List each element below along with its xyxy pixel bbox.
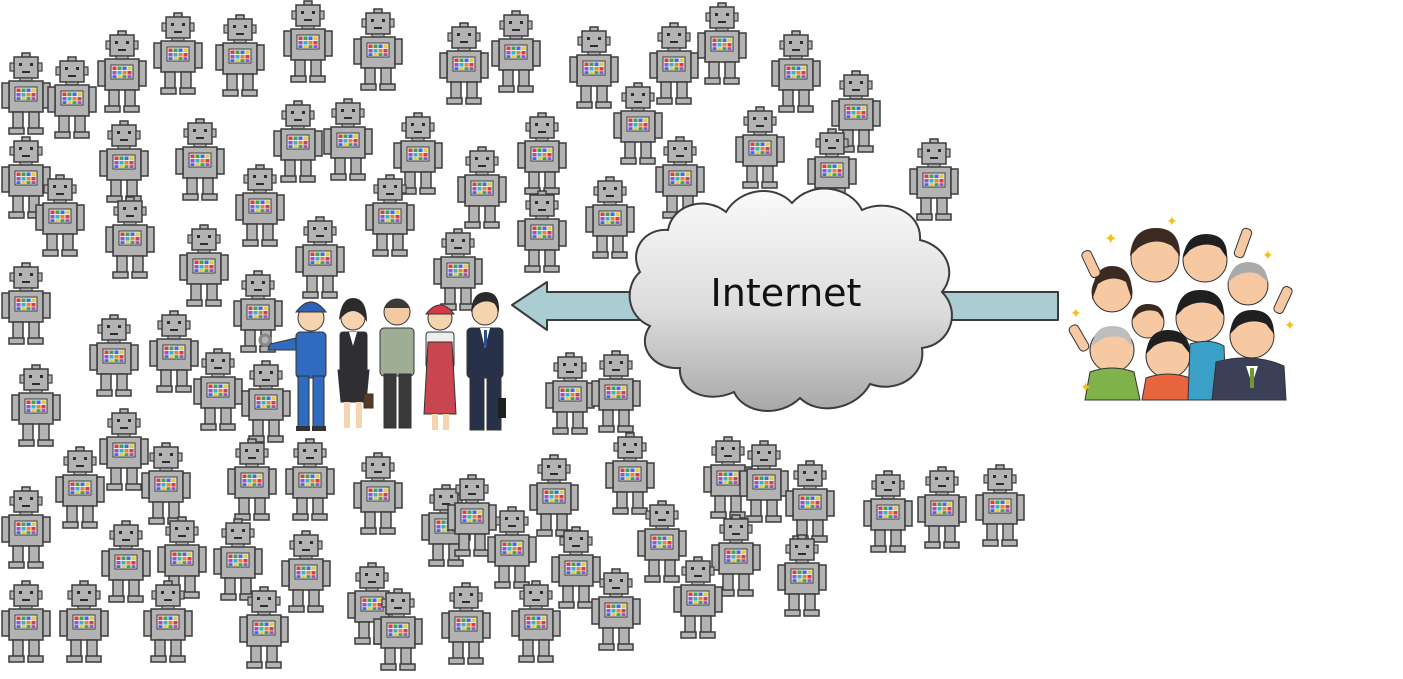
robot-icon — [613, 82, 663, 165]
robot-icon — [697, 2, 747, 85]
robot-icon — [153, 12, 203, 95]
robot-icon — [441, 582, 491, 665]
robot-icon — [295, 216, 345, 299]
office-woman-figure — [337, 298, 374, 428]
robot-icon — [739, 440, 789, 523]
mechanic-figure — [258, 301, 328, 431]
robot-icon — [529, 454, 579, 537]
robot-icon — [241, 360, 291, 443]
robot-icon — [457, 146, 507, 229]
robot-icon — [233, 270, 283, 353]
cheering-crowd-icon: ✦ ✦ ✦ ✦ ✦ ✦ — [1068, 214, 1296, 401]
robot-icon — [215, 14, 265, 97]
svg-text:✦: ✦ — [1080, 380, 1092, 396]
robot-icon — [585, 176, 635, 259]
robot-icon — [569, 26, 619, 109]
robot-icon — [149, 310, 199, 393]
robot-icon — [517, 112, 567, 195]
robot-icon — [59, 580, 109, 663]
robot-icon — [213, 518, 263, 601]
robot-icon — [99, 408, 149, 491]
robot-icon — [89, 314, 139, 397]
robot-icon — [551, 526, 601, 609]
robot-icon — [235, 164, 285, 247]
businessman-figure — [466, 292, 506, 431]
robot-icon — [99, 120, 149, 203]
robot-icon — [179, 224, 229, 307]
robot-icon — [917, 466, 967, 549]
robot-icon — [283, 0, 333, 83]
robot-icon — [649, 22, 699, 105]
robot-icon — [175, 118, 225, 201]
svg-text:✦: ✦ — [1284, 318, 1296, 334]
shop-woman-figure — [423, 304, 457, 430]
robot-icon — [975, 464, 1025, 547]
robot-icon — [47, 56, 97, 139]
robot-icon — [605, 432, 655, 515]
robot-icon — [735, 106, 785, 189]
robot-icon — [141, 442, 191, 525]
svg-text:✦: ✦ — [1166, 214, 1178, 230]
robot-icon — [105, 196, 155, 279]
cloud-icon: Internet — [628, 187, 953, 412]
robot-icon — [273, 100, 323, 183]
robot-icon — [1, 262, 51, 345]
robot-icon — [777, 534, 827, 617]
robot-icon — [711, 514, 761, 597]
robot-icon — [511, 580, 561, 663]
robot-icon — [1, 52, 51, 135]
cloud-label: Internet — [711, 271, 862, 315]
svg-text:✦: ✦ — [1070, 306, 1082, 322]
robot-icon — [227, 438, 277, 521]
robot-icon — [517, 190, 567, 273]
robot-icon — [1, 580, 51, 663]
robot-icon — [863, 470, 913, 553]
svg-text:✦: ✦ — [1104, 229, 1117, 248]
robot-icon — [281, 530, 331, 613]
robot-icon — [55, 446, 105, 529]
robot-icon — [491, 10, 541, 93]
svg-text:✦: ✦ — [1262, 248, 1274, 264]
older-man-figure — [379, 298, 415, 429]
robot-icon — [591, 350, 641, 433]
robot-icon — [323, 98, 373, 181]
robot-icon — [545, 352, 595, 435]
robot-icon — [285, 438, 335, 521]
worker-group-icon — [258, 292, 506, 431]
robot-icon — [439, 22, 489, 105]
robot-icon — [353, 452, 403, 535]
robot-icon — [785, 460, 835, 543]
robot-icon — [101, 520, 151, 603]
robot-icon — [97, 30, 147, 113]
robot-icon — [909, 138, 959, 221]
robot-icon — [11, 364, 61, 447]
robot-icon — [193, 348, 243, 431]
robot-icon — [353, 8, 403, 91]
robot-icon — [1, 486, 51, 569]
robot-icon — [771, 30, 821, 113]
